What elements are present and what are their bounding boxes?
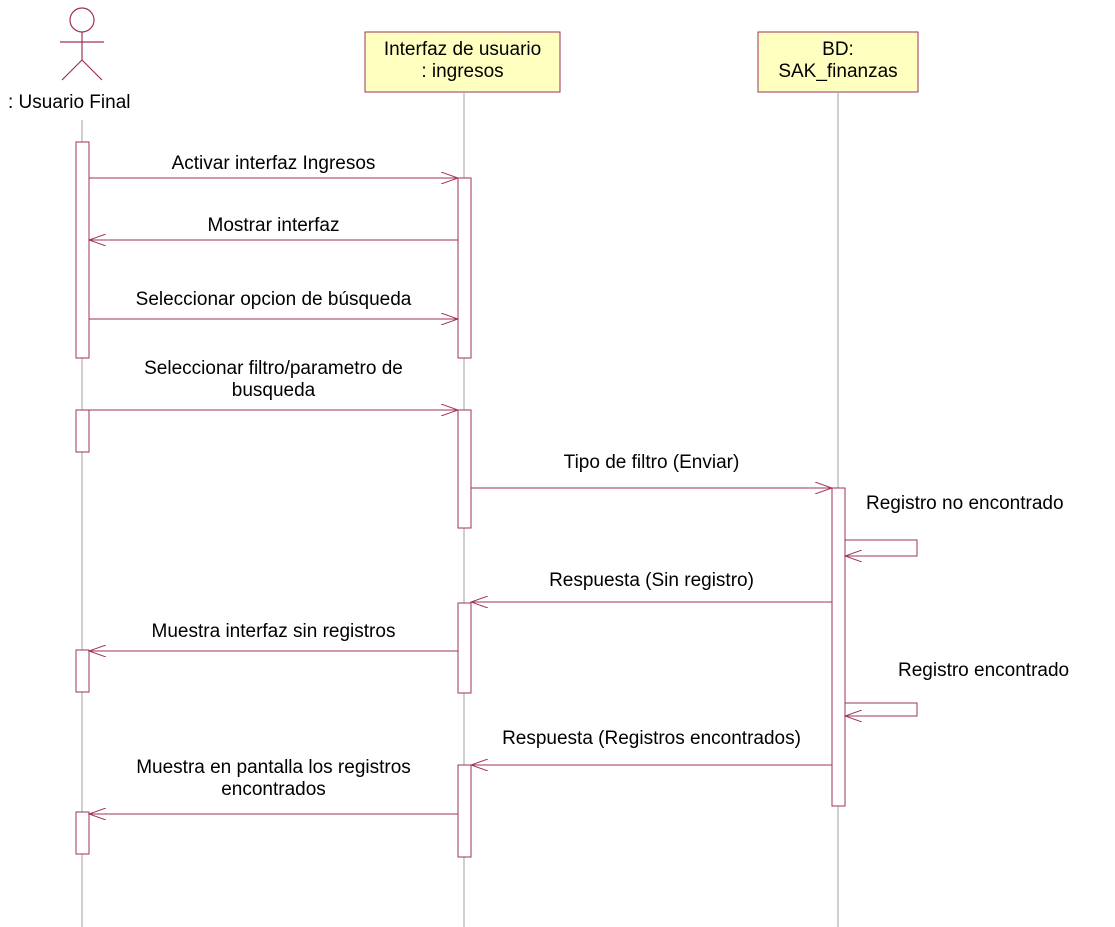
participant-label-interfaz: Interfaz de usuario : ingresos bbox=[365, 39, 560, 83]
msg-label-muestra-sin-registros: Muestra interfaz sin registros bbox=[89, 621, 458, 643]
msg-label-tipo-filtro: Tipo de filtro (Enviar) bbox=[471, 452, 832, 474]
msg-label-mostrar-interfaz-text: Mostrar interfaz bbox=[207, 215, 340, 236]
activation-usuario-1 bbox=[75, 141, 90, 359]
msg-label-respuesta-sin-registro: Respuesta (Sin registro) bbox=[471, 570, 832, 592]
actor-label-usuario-final: : Usuario Final bbox=[8, 92, 131, 113]
participant-label-bd-line2: SAK_finanzas bbox=[778, 61, 898, 82]
activation-usuario-3 bbox=[75, 649, 90, 693]
msg-label-respuesta-sin-registro-text: Respuesta (Sin registro) bbox=[549, 570, 754, 591]
actor-usuario-final-icon bbox=[60, 7, 104, 81]
msg-arrow-registro-encontrado bbox=[845, 702, 918, 716]
msg-label-seleccionar-opcion: Seleccionar opcion de búsqueda bbox=[89, 289, 458, 311]
msg-label-activar-interfaz-text: Activar interfaz Ingresos bbox=[171, 153, 376, 174]
msg-label-seleccionar-filtro-line1: Seleccionar filtro/parametro de bbox=[144, 358, 403, 379]
msg-label-registro-encontrado: Registro encontrado bbox=[898, 660, 1069, 682]
msg-label-activar-interfaz: Activar interfaz Ingresos bbox=[89, 153, 458, 175]
activation-interfaz-4 bbox=[457, 764, 472, 858]
msg-label-muestra-en-pantalla-line1: Muestra en pantalla los registros bbox=[136, 757, 411, 778]
participant-label-interfaz-line2: : ingresos bbox=[421, 61, 504, 82]
msg-label-muestra-en-pantalla: Muestra en pantalla los registros encont… bbox=[89, 757, 458, 801]
msg-label-muestra-sin-registros-text: Muestra interfaz sin registros bbox=[151, 621, 396, 642]
msg-label-registro-encontrado-text: Registro encontrado bbox=[898, 660, 1070, 681]
msg-label-tipo-filtro-text: Tipo de filtro (Enviar) bbox=[563, 452, 740, 473]
activation-bd-1 bbox=[831, 487, 846, 807]
msg-label-seleccionar-filtro: Seleccionar filtro/parametro de busqueda bbox=[89, 358, 458, 402]
participant-label-bd: BD: SAK_finanzas bbox=[758, 39, 918, 83]
participant-label-bd-line1: BD: bbox=[822, 39, 854, 60]
msg-label-respuesta-encontrados: Respuesta (Registros encontrados) bbox=[471, 728, 832, 750]
msg-label-seleccionar-opcion-text: Seleccionar opcion de búsqueda bbox=[135, 289, 412, 310]
msg-arrow-registro-no-encontrado bbox=[845, 539, 918, 556]
participant-label-interfaz-line1: Interfaz de usuario bbox=[383, 39, 542, 60]
msg-label-respuesta-encontrados-text: Respuesta (Registros encontrados) bbox=[502, 728, 801, 749]
msg-label-mostrar-interfaz: Mostrar interfaz bbox=[89, 215, 458, 237]
activation-interfaz-1 bbox=[457, 177, 472, 359]
participant-box-interfaz bbox=[364, 31, 561, 93]
activation-interfaz-3 bbox=[457, 602, 472, 694]
activation-usuario-4 bbox=[75, 811, 90, 855]
msg-label-muestra-en-pantalla-line2: encontrados bbox=[221, 779, 326, 800]
msg-label-registro-no-encontrado-text: Registro no encontrado bbox=[866, 493, 1064, 514]
msg-label-registro-no-encontrado: Registro no encontrado bbox=[866, 493, 1064, 515]
activation-interfaz-2 bbox=[457, 409, 472, 529]
msg-label-seleccionar-filtro-line2: busqueda bbox=[231, 380, 316, 401]
activation-usuario-2 bbox=[75, 409, 90, 453]
